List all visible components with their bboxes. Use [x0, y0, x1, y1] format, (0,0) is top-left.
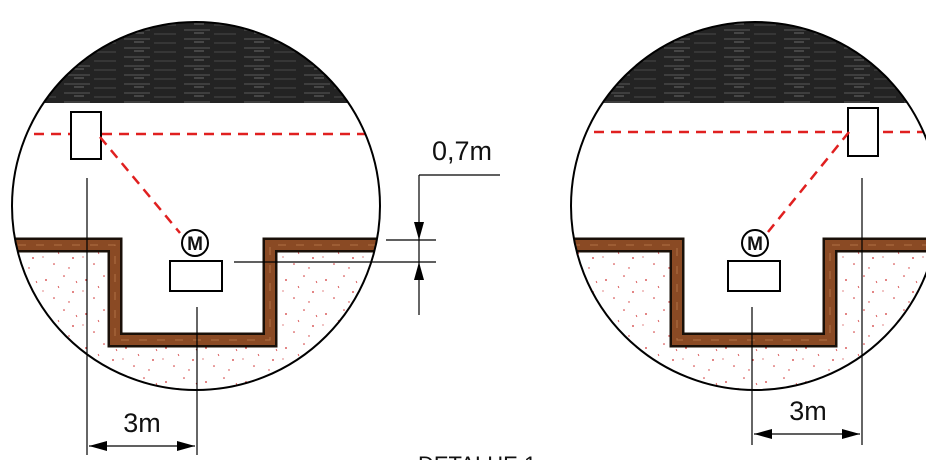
motor-left: M: [181, 229, 209, 257]
detail-circle-right: [570, 21, 926, 391]
motor-right: M: [741, 229, 769, 257]
motor-label-right: M: [747, 234, 763, 255]
soil-right: [571, 252, 926, 390]
dimension-3m-left-label: 3m: [123, 408, 161, 438]
laser-beam-right: [767, 131, 850, 233]
dimension-3m-left: 3m: [89, 408, 195, 451]
dimension-3m-right-label: 3m: [789, 396, 827, 426]
motor-icon: [181, 229, 209, 257]
laser-emitter-right: [847, 107, 879, 157]
detail-right: M 3m: [570, 21, 926, 445]
dimension-3m-right: 3m: [754, 396, 860, 439]
detail-circle-left: [11, 21, 381, 391]
motor-base-left: [169, 260, 223, 292]
motor-icon: [741, 229, 769, 257]
motor-label-left: M: [187, 234, 203, 255]
dimension-offset-label: 0,7m: [432, 136, 492, 166]
motor-base-right: [727, 260, 781, 292]
water-right: [571, 22, 926, 103]
detail-caption: DETALHE 1: [418, 452, 536, 460]
dimension-offset: 0,7m: [234, 136, 500, 315]
laser-emitter-left: [70, 111, 102, 160]
laser-beam-left: [99, 136, 181, 234]
